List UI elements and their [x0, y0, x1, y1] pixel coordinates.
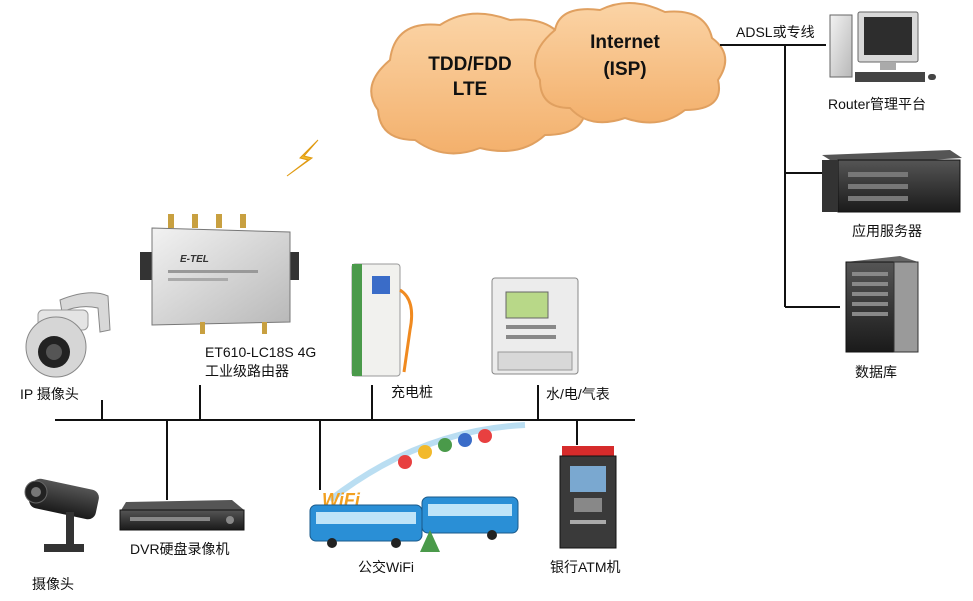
cloud-lte [370, 12, 591, 155]
router-name-label: ET610-LC18S 4G [205, 344, 317, 360]
app-server-label: 应用服务器 [852, 223, 922, 239]
app-server-icon [822, 150, 962, 213]
bus-wifi-label: 公交WiFi [358, 559, 414, 575]
dvr-recorder-icon [119, 500, 245, 531]
4g-router-icon: E-TEL [140, 214, 299, 334]
router-brand-logo: E-TEL [180, 254, 209, 265]
bus-wifi-icon: WiFi [309, 422, 526, 552]
meter-label: 水/电/气表 [546, 386, 610, 402]
router-platform-label: Router管理平台 [828, 96, 927, 112]
connection-lines [55, 44, 840, 500]
database-server-icon [845, 256, 919, 353]
link-label: ADSL或专线 [736, 24, 815, 40]
cloud-internet [534, 1, 727, 124]
charging-pile-icon [351, 263, 414, 377]
camera-label: 摄像头 [32, 576, 74, 592]
bullet-camera-icon [24, 478, 99, 552]
database-label: 数据库 [855, 364, 897, 380]
atm-label: 银行ATM机 [550, 559, 621, 575]
atm-icon [559, 446, 617, 549]
cloud-internet-title: Internet [590, 32, 660, 53]
dvr-label: DVR硬盘录像机 [130, 541, 230, 557]
cloud-lte-subtitle: LTE [453, 79, 487, 100]
ip-camera-icon [25, 292, 111, 378]
charging-pile-label: 充电桩 [391, 384, 433, 400]
cloud-lte-title: TDD/FDD [428, 54, 511, 75]
lightning-icon [286, 139, 319, 177]
meter-icon [491, 277, 579, 375]
router-platform-computer-icon [829, 11, 936, 82]
router-type-label: 工业级路由器 [205, 363, 289, 379]
ip-camera-label: IP 摄像头 [20, 386, 79, 402]
cloud-internet-subtitle: (ISP) [603, 59, 646, 80]
